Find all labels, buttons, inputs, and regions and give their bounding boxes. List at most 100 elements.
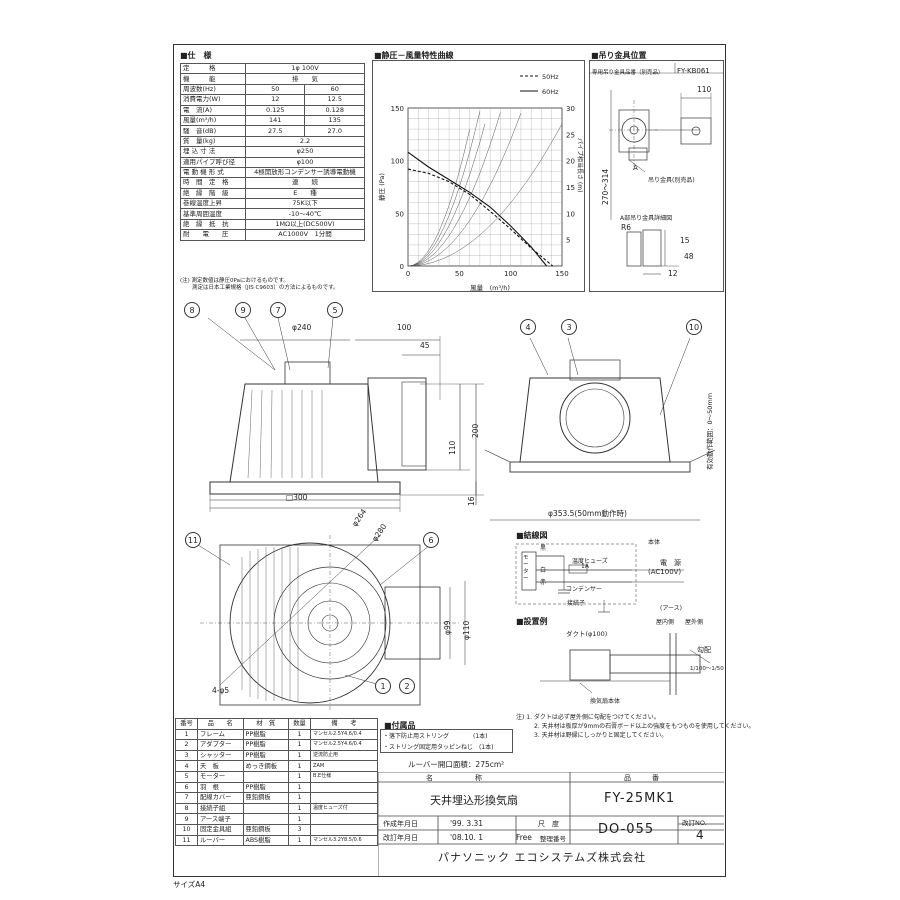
chart-y-tick: 50 [395,210,404,218]
chart-y2-tick: 5 [566,237,570,245]
side-dim-300: □300 [286,493,308,502]
parts-cell: 1 [288,749,312,762]
side-balloon-8: 8 [184,302,200,318]
parts-header-row: 番号品 名材 質数量備 考 [175,718,378,730]
wiring-label-white: 白 [540,567,547,574]
spec-value: φ250 [245,146,365,158]
hanger-dim-12: 12 [668,269,678,278]
parts-cell: ルーバー [196,834,244,847]
hanger-label-hanger: 吊り金具(別売品) [648,177,695,184]
parts-cell: シャッター [196,749,244,762]
louver-area: ルーバー開口面積：275cm² [408,760,505,769]
parts-cell: 11 [175,834,198,847]
parts-cell: PP樹脂 [242,728,290,741]
drawing-sheet-border [173,44,726,877]
wiring-diagram [515,543,684,613]
side-balloon-5: 5 [327,302,343,318]
side-dim-45: 45 [420,341,430,350]
spec-value: 1MΩ以上(DC500V) [245,218,365,231]
spec-value-v1: 12 [244,94,306,106]
parts-cell: 逆流防止用 [310,749,378,762]
number-label: 品 番 [624,774,659,782]
spec-row: 基準周囲温度-10～40℃ [180,208,365,220]
hanger-dim-110: 110 [697,85,712,94]
spec-value: 排 気 [245,73,365,85]
chart-pipe-curve [407,129,470,267]
parts-cell [242,813,290,825]
title-block: ルーバー開口面積：275cm² 名 称 品 番 天井埋込形換気扇 FY-25MK… [378,760,724,876]
wiring-label-fuse: 温度ヒューズ [572,558,608,565]
parts-cell: 温度ヒューズ付 [310,802,378,815]
company-name: パナソニック エコシステムズ株式会社 [438,851,647,864]
created-label: 作成年月日 [383,820,418,828]
wiring-label-power: 電 源 [660,559,681,567]
accessories-title: ■付属品 [384,721,416,730]
spec-value-v2: 27.0 [304,125,365,137]
rev-value: 4 [696,828,704,842]
spec-value-v1: 0.125 [244,104,306,116]
rev-label: 改訂NO. [682,819,707,827]
chart-legend-label: 50Hz [542,73,559,81]
parts-cell: アダプター [196,739,244,751]
spec-row: 機 能排 気 [180,73,365,85]
spec-label: 機 能 [180,73,246,85]
parts-header-cell: 番号 [175,718,198,730]
side-dim-200: 200 [471,423,480,438]
install-label-slope: 勾配 [697,646,711,654]
scale-value: Free [516,833,532,842]
bottom-balloon-1: 1 [375,678,391,694]
spec-value-v2: 0.128 [304,104,365,116]
parts-cell: 4 [175,760,198,772]
side-dim-240: φ240 [292,323,312,332]
hanging-frame [589,60,724,292]
install-label-ratio: 1/100～1/50 [690,666,724,672]
hanger-box-label: 専用吊り金具品番（別売品） [592,70,664,76]
spec-row: 質 量(kg)2.2 [180,135,365,148]
side-balloon-9: 9 [235,302,251,318]
parts-cell: 7 [175,792,198,804]
drawing-number: DO-055 [598,822,655,837]
parts-cell: 1 [175,728,198,741]
parts-cell [310,813,378,825]
spec-value: E 種 [245,187,365,200]
mgmt-label: 整理番号 [540,835,566,843]
parts-cell: 8 [175,802,198,815]
parts-cell: ZAM [310,760,378,772]
chart-pipe-curve [407,112,501,267]
front-dim-353: φ353.5(50mm動作時) [548,509,627,518]
spec-value-v2: 135 [304,114,365,127]
parts-cell: 1 [288,781,312,794]
parts-cell: アース端子 [196,813,244,825]
chart-legend-label: 60Hz [542,88,559,96]
revised-label: 改訂年月日 [383,834,418,842]
chart-y2-tick: 30 [566,105,575,113]
paper-size-label: サイズA4 [173,880,206,889]
spec-value-v1: 27.5 [244,125,306,137]
note-1: 注) 1. ダクトは必ず屋外側に勾配をつけてください。 [516,714,660,721]
parts-cell: 3 [175,749,198,762]
wiring-label-motor: モーター [523,555,529,582]
parts-cell: 羽 根 [196,781,244,794]
parts-cell [310,823,378,836]
chart-series-line-50Hz [407,168,554,267]
wiring-label-ac: (AC100V) [648,568,682,576]
parts-header-cell: 数量 [288,718,312,730]
spec-label: 周波数(Hz) [180,83,246,96]
install-label-duct: ダクト(φ100) [566,630,608,638]
parts-cell [242,802,290,815]
chart-pipe-curve [407,113,522,267]
side-view-drawing [207,317,484,512]
parts-cell: 1 [288,813,312,825]
spec-value: 75K以下 [245,198,365,210]
spec-label: 絶 縁 抵 抗 [180,218,246,231]
bottom-balloon-11: 11 [185,532,201,548]
